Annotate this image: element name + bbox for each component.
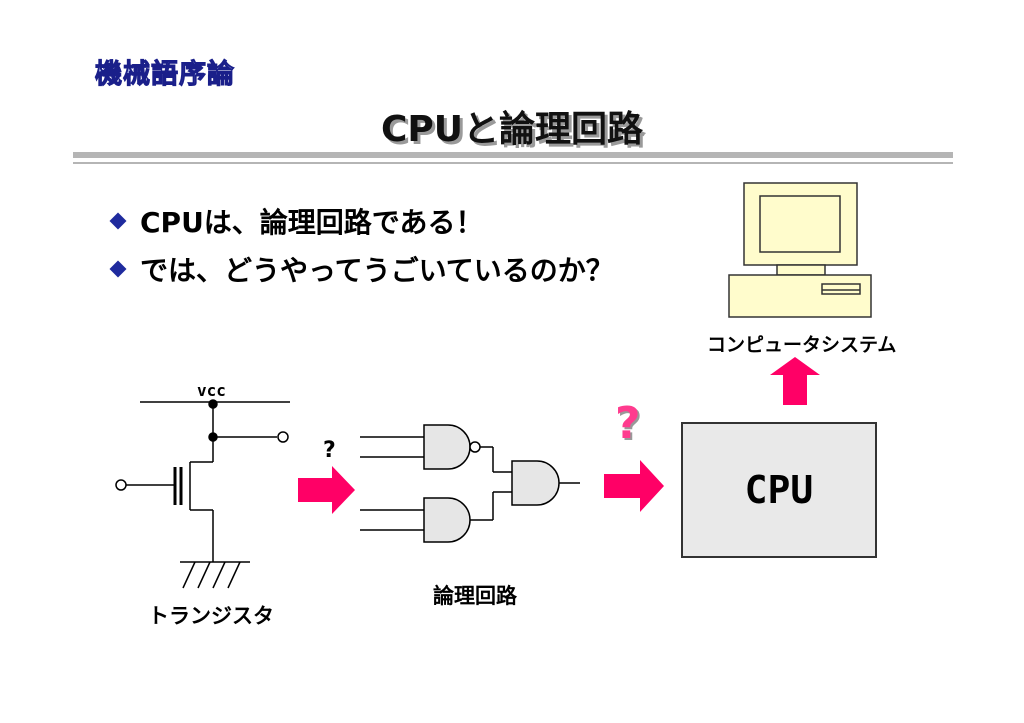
course-title: 機械語序論 bbox=[95, 59, 235, 91]
bullet-item: CPUは、論理回路である！ bbox=[109, 197, 614, 245]
system-label: コンピュータシステム bbox=[707, 334, 897, 356]
cpu-label: CPU bbox=[744, 468, 814, 512]
bullet-list: CPUは、論理回路である！ では、どうやってうごいているのか？ bbox=[109, 197, 614, 293]
arrow-right-icon bbox=[604, 460, 664, 512]
divider bbox=[73, 162, 953, 164]
bullet-text: CPUは、論理回路である！ bbox=[140, 206, 484, 239]
bullet-item: では、どうやってうごいているのか？ bbox=[109, 245, 614, 293]
arrow-up-icon bbox=[770, 357, 820, 405]
logic-question-mark: ? bbox=[323, 438, 336, 463]
computer-icon bbox=[728, 182, 872, 318]
transistor-circuit bbox=[115, 399, 290, 589]
transistor-label: トランジスタ bbox=[148, 604, 274, 628]
logic-label: 論理回路 bbox=[433, 584, 517, 608]
slide-title: CPUと論理回路 bbox=[380, 109, 644, 150]
nand-gate bbox=[423, 424, 471, 470]
cpu-box: CPU bbox=[681, 422, 877, 558]
vcc-label: vcc bbox=[197, 381, 226, 400]
logic-circuit bbox=[360, 424, 580, 543]
bullet-text: では、どうやってうごいているのか？ bbox=[140, 254, 614, 287]
and-gate bbox=[511, 460, 560, 506]
divider bbox=[73, 152, 953, 158]
arrow-right-icon bbox=[298, 466, 355, 514]
cpu-question-mark: ? bbox=[615, 398, 641, 449]
and-gate bbox=[423, 497, 471, 543]
